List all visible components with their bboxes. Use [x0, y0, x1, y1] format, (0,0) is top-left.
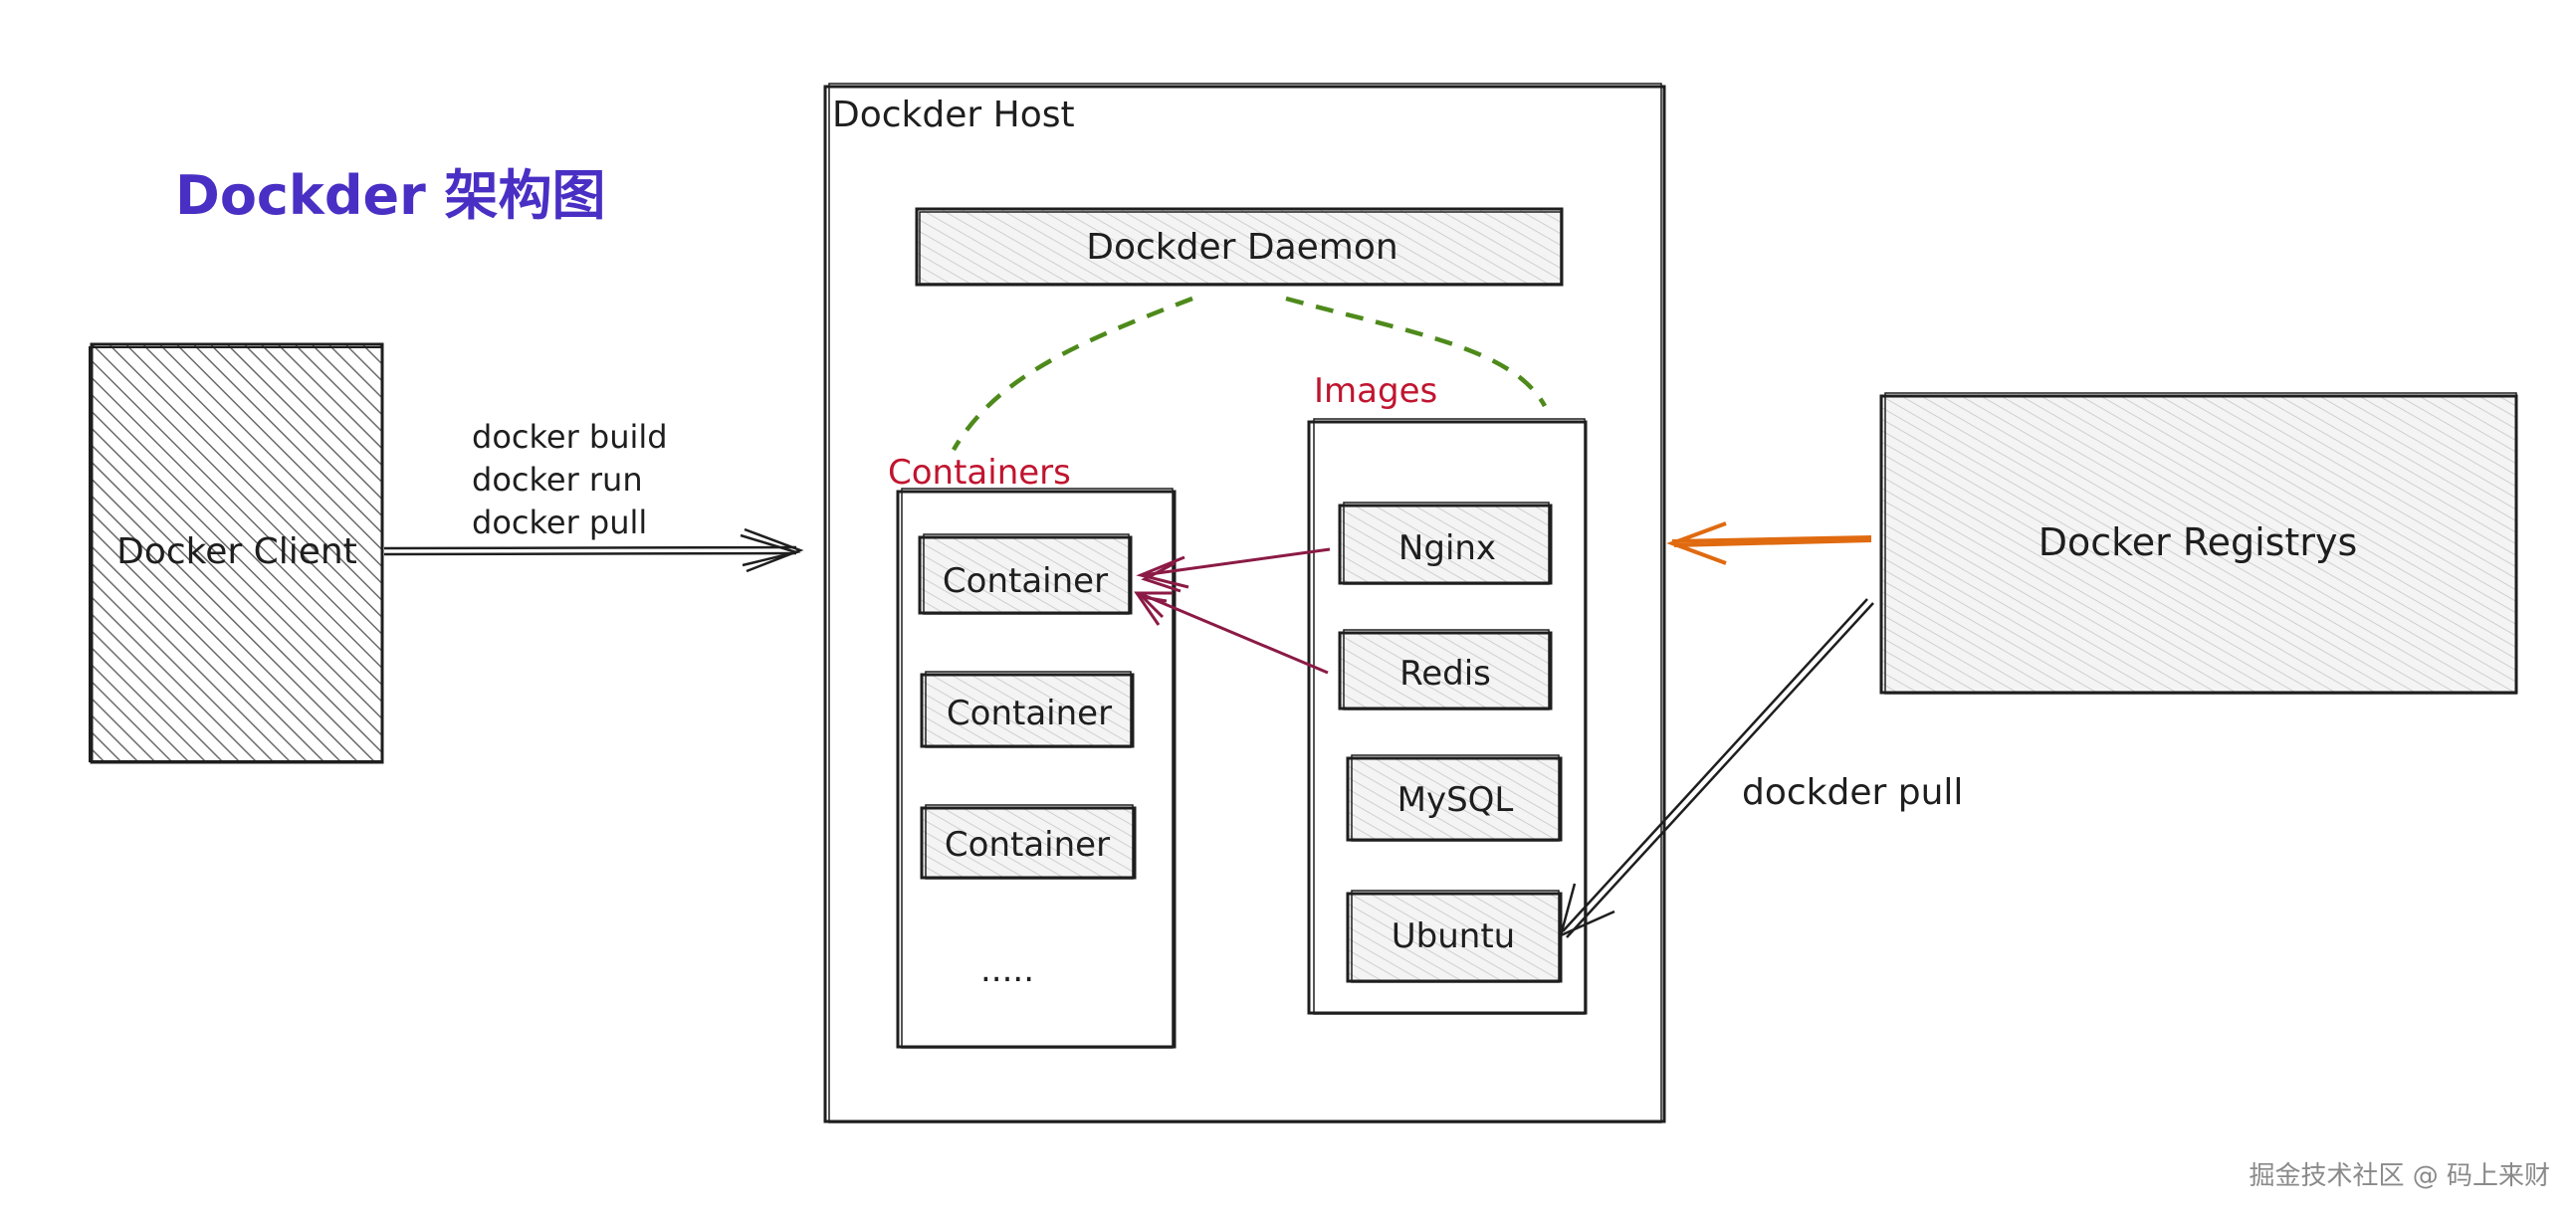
watermark: 掘金技术社区 @ 码上来财	[2249, 1161, 2550, 1191]
container-item-label: Container	[943, 561, 1108, 601]
image-item-redis: Redis	[1338, 629, 1553, 710]
containers-panel	[896, 488, 1177, 1049]
diagram-title: Dockder 架构图	[175, 164, 606, 227]
containers-heading: Containers	[888, 453, 1071, 493]
images-heading: Images	[1314, 371, 1437, 411]
containers-more: .....	[980, 950, 1034, 990]
docker-registry-label: Docker Registrys	[2039, 520, 2358, 564]
docker-host-box: Dockder Host	[823, 83, 1666, 1123]
command-build: docker build	[472, 418, 668, 456]
container-item-label: Container	[947, 694, 1112, 733]
command-pull: docker pull	[472, 504, 647, 541]
images-panel	[1307, 418, 1588, 1015]
image-item-nginx: Nginx	[1338, 502, 1553, 585]
docker-client-box: Docker Client	[89, 342, 384, 764]
image-item-label: MySQL	[1397, 780, 1514, 820]
image-to-container-arrows	[1134, 547, 1331, 675]
docker-daemon-label: Dockder Daemon	[1086, 227, 1397, 268]
image-item-label: Ubuntu	[1392, 916, 1515, 956]
docker-daemon-box: Dockder Daemon	[915, 207, 1564, 287]
docker-registry-box: Docker Registrys	[1879, 392, 2518, 695]
pull-label: dockder pull	[1742, 772, 1963, 813]
container-item-1: Container	[918, 533, 1133, 615]
registry-to-host-arrow	[1666, 521, 1872, 565]
client-to-host-arrow	[383, 527, 804, 573]
image-item-label: Redis	[1399, 654, 1491, 694]
registry-to-ubuntu-arrow	[1559, 598, 1874, 938]
container-item-3: Container	[920, 804, 1137, 880]
container-item-label: Container	[945, 825, 1110, 865]
image-item-ubuntu: Ubuntu	[1346, 890, 1563, 983]
client-commands: docker build docker run docker pull	[472, 418, 668, 541]
docker-host-label: Dockder Host	[832, 95, 1075, 135]
command-run: docker run	[472, 461, 643, 499]
docker-client-label: Docker Client	[116, 531, 357, 572]
image-item-label: Nginx	[1398, 528, 1496, 568]
daemon-connectors	[952, 296, 1547, 452]
container-item-2: Container	[920, 671, 1135, 748]
image-item-mysql: MySQL	[1346, 754, 1563, 842]
